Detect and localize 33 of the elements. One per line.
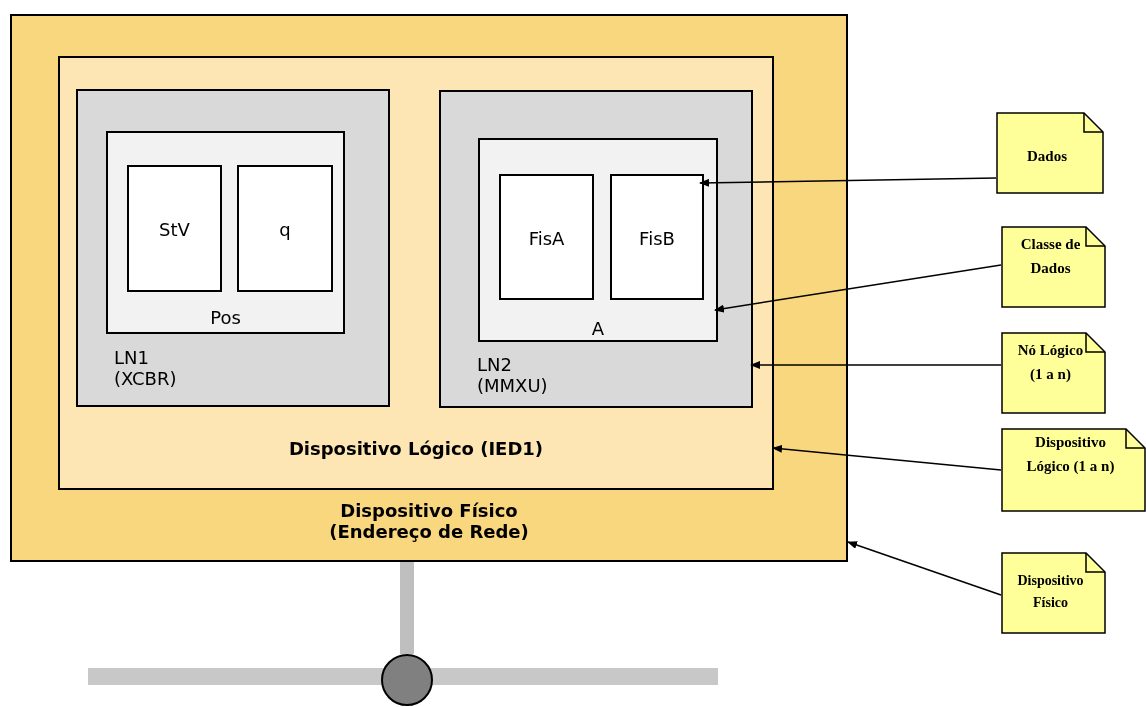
box-label: q [278, 219, 292, 240]
data-object-box [106, 131, 345, 334]
box-label: FisA [527, 228, 566, 249]
data-object-box [478, 138, 718, 342]
attribute-box [610, 174, 704, 300]
leader-line [750, 361, 1002, 369]
logical-device-box [58, 56, 774, 490]
network-bus-bar [88, 668, 718, 685]
box-label: Dispositivo Físico (Endereço de Rede) [328, 500, 530, 542]
leader-line [699, 177, 997, 187]
connector-line [400, 562, 414, 654]
note-text: Dispositivo Físico [1017, 572, 1084, 613]
note-text: Dados [1026, 147, 1068, 166]
box-label: FisB [638, 228, 676, 249]
box-label: Pos [209, 307, 242, 328]
note-text: Classe de Dados [1019, 235, 1082, 278]
leader-line [714, 264, 1002, 313]
box-label: Dispositivo Lógico (IED1) [287, 438, 545, 459]
attribute-box [127, 165, 222, 292]
leader-line [847, 541, 1002, 596]
leader-line [772, 444, 1002, 471]
device-box [10, 14, 848, 562]
box-label: LN2 (MMXU) [477, 354, 549, 396]
box-label: LN1 (XCBR) [114, 347, 178, 389]
attribute-box [237, 165, 333, 292]
logical-node-box [76, 89, 390, 407]
attribute-box [499, 174, 594, 300]
logical-node-box [439, 90, 753, 408]
note-text: Nó Lógico (1 a n) [1017, 341, 1084, 384]
note-text: Dispositivo Lógico (1 a n) [1025, 433, 1116, 476]
network-node-circle [381, 654, 433, 706]
box-label: A [590, 318, 606, 339]
box-label: StV [158, 219, 191, 240]
